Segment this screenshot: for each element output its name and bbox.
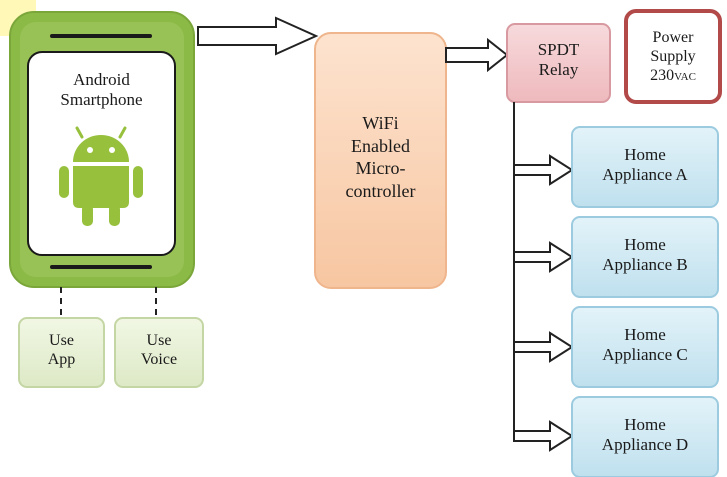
arrow-to-appliance-c — [513, 331, 574, 363]
phone-label: Android Smartphone — [28, 70, 175, 111]
appliance-a-label: Home Appliance A — [572, 145, 718, 186]
relay-line2: Relay — [538, 60, 579, 80]
power-supply-box — [624, 9, 722, 104]
appliance-arrows — [513, 154, 574, 452]
arrow-to-appliance-a — [513, 154, 574, 186]
appliance-b-line2: Appliance B — [602, 255, 688, 275]
relay-line1: SPDT — [537, 40, 580, 59]
appliance-d-line1: Home — [624, 415, 666, 434]
arrow-phone-to-micro — [197, 16, 319, 56]
use-app-line2: App — [47, 351, 76, 369]
power-unit: VAC — [674, 71, 696, 84]
power-line1: Power — [652, 29, 694, 46]
use-voice-box — [114, 317, 204, 388]
use-app-line1: Use — [49, 332, 74, 349]
phone-label-line1: Android — [73, 70, 130, 89]
android-robot-icon — [59, 126, 143, 226]
power-voltage: 230 — [650, 67, 675, 85]
power-line3: 230VAC — [626, 66, 720, 85]
arrow-to-appliance-b — [513, 241, 574, 273]
appliance-d-line2: Appliance D — [601, 435, 689, 455]
appliance-c-line1: Home — [624, 325, 666, 344]
appliance-d-box — [571, 396, 719, 477]
use-app-label: Use App — [19, 331, 104, 369]
spdt-relay-box — [506, 23, 611, 103]
micro-line4: controller — [345, 180, 416, 201]
relay-label: SPDT Relay — [507, 40, 610, 81]
power-line2: Supply — [650, 48, 696, 66]
appliance-b-box — [571, 216, 719, 298]
appliance-a-line2: Appliance A — [602, 165, 688, 185]
appliance-b-line1: Home — [624, 235, 666, 254]
micro-line1: WiFi — [362, 113, 399, 133]
appliance-d-label: Home Appliance D — [572, 415, 718, 456]
power-supply-label: Power Supply 230VAC — [626, 28, 720, 86]
appliance-c-line2: Appliance C — [602, 345, 688, 365]
appliance-c-box — [571, 306, 719, 388]
appliance-a-line1: Home — [624, 145, 666, 164]
micro-line3: Micro- — [355, 158, 406, 178]
use-voice-label: Use Voice — [115, 331, 203, 369]
appliance-a-box — [571, 126, 719, 208]
phone-label-line2: Smartphone — [60, 90, 143, 110]
appliance-b-label: Home Appliance B — [572, 235, 718, 276]
arrow-to-appliance-d — [513, 420, 574, 452]
micro-line2: Enabled — [351, 135, 410, 156]
arrow-micro-to-relay — [445, 37, 509, 73]
use-voice-line1: Use — [146, 332, 172, 349]
microcontroller-label: WiFi Enabled Micro- controller — [315, 112, 446, 202]
appliance-c-label: Home Appliance C — [572, 325, 718, 366]
use-app-box — [18, 317, 105, 388]
microcontroller-box — [314, 32, 447, 289]
use-voice-line2: Voice — [140, 351, 178, 369]
